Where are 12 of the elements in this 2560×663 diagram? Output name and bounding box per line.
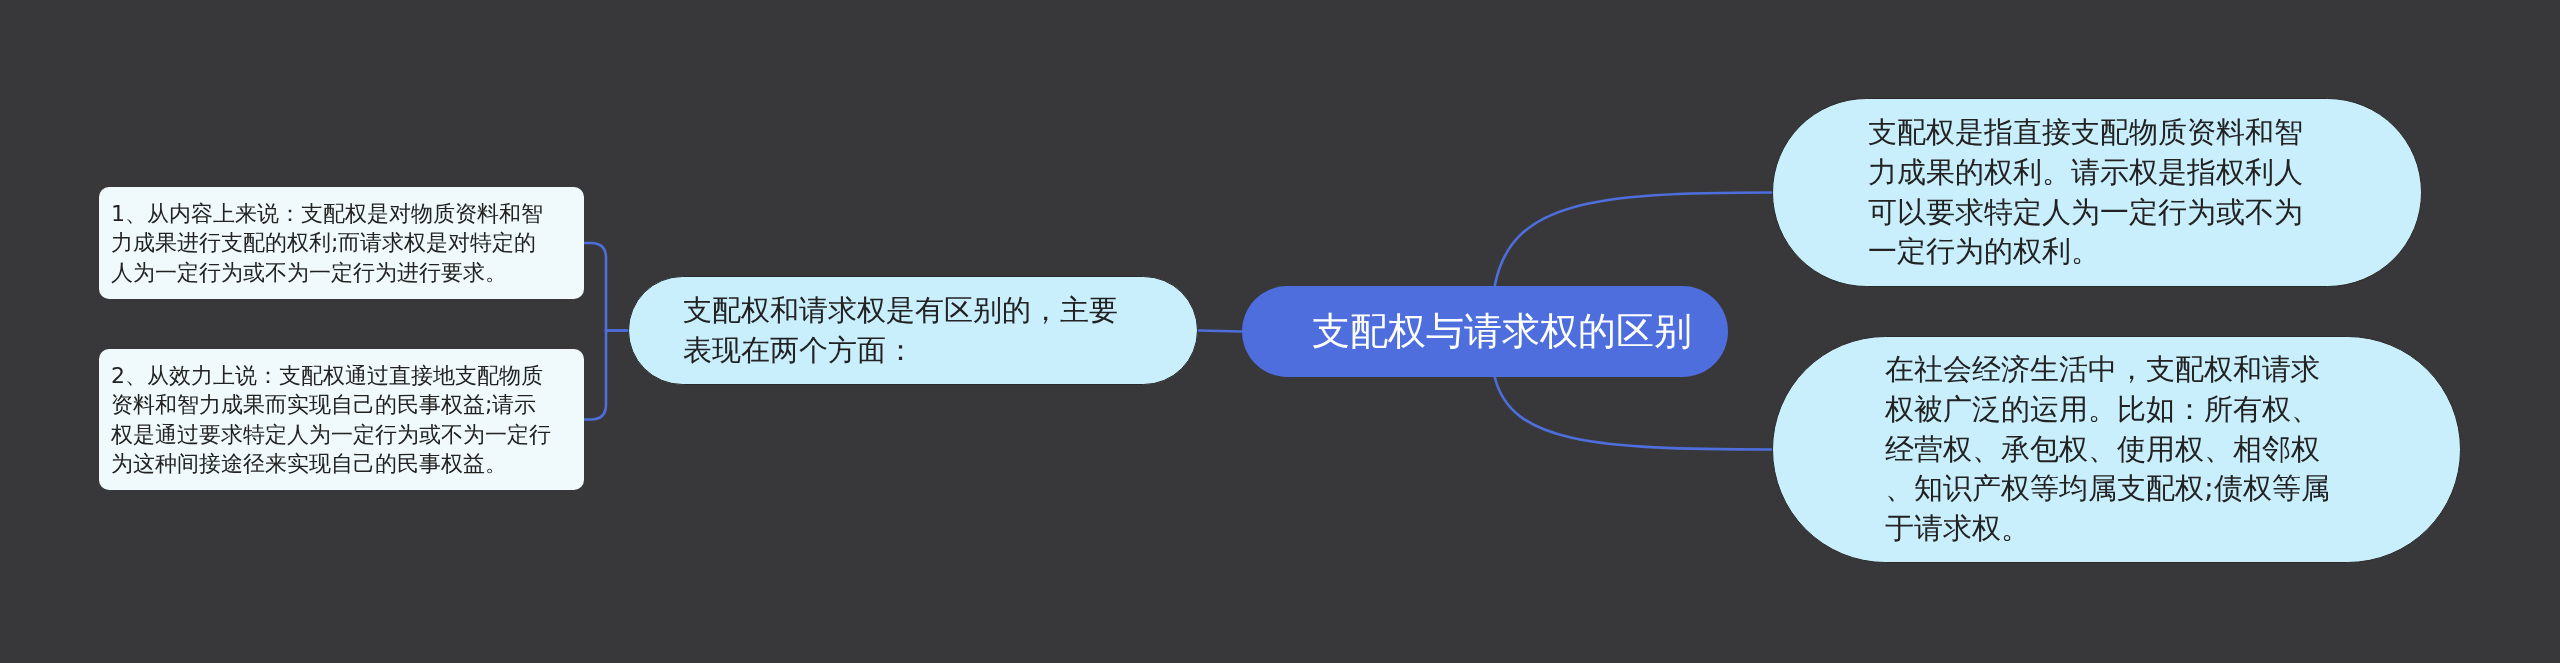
connector-line (1493, 191, 1772, 287)
connector-line (584, 329, 628, 421)
topic-text: 支配权和请求权是有区别的，主要表现在两个方面： (683, 291, 1119, 369)
topic-text: 在社会经济生活中，支配权和请求权被广泛的运用。比如：所有权、经营权、承包权、使用权、相邻权、知识产权等均属支配权;债权等属于请求权。 (1885, 351, 2331, 548)
note-card (99, 349, 584, 490)
connector-line (1493, 376, 1772, 451)
topic-text: 支配权是指直接支配物质资料和智力成果的权利。请示权是指权利人可以要求特定人为一定行为或不为一定行为的权利。 (1868, 114, 2304, 271)
note-text: 2、从效力上说：支配权通过直接地支配物质资料和智力成果而实现自己的民事权益;请示权是通过要求特定人为一定行为或不为一定行为这种间接途径来实现自己的民事权益。 (111, 361, 552, 478)
topic-title: 支配权与请求权的区别 (1310, 307, 1693, 355)
note-text: 1、从内容上来说：支配权是对物质资料和智力成果进行支配的权利;而请求权是对特定的人为一定行为或不为一定行为进行要求。 (111, 199, 544, 287)
note-card (99, 187, 584, 299)
connector-line (1197, 329, 1243, 333)
